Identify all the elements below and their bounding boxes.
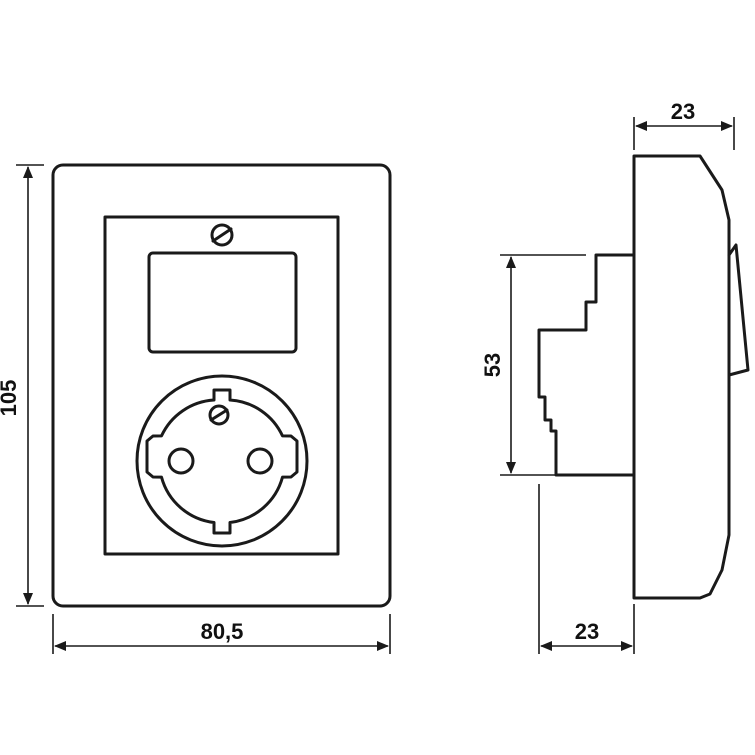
side-cover-profile (632, 154, 731, 600)
top-depth-dimension: 23 (633, 99, 735, 150)
schuko-socket (135, 374, 309, 548)
center-plate (103, 215, 340, 556)
socket-insert-outline (145, 388, 299, 535)
top-screw-icon (210, 223, 234, 247)
insert-height-dimension: 53 (480, 254, 586, 476)
pin-hole-left (167, 447, 195, 475)
pin-hole-right (246, 447, 274, 475)
socket-screw-icon (208, 404, 230, 426)
bottom-depth-dimension: 23 (538, 484, 635, 654)
height-label: 105 (0, 380, 21, 417)
side-view: 23 53 23 (480, 99, 750, 654)
top-depth-label: 23 (671, 99, 695, 124)
width-label: 80,5 (201, 619, 244, 644)
label-window (147, 251, 298, 354)
insert-height-label: 53 (480, 353, 505, 377)
front-view: 105 80,5 (0, 163, 392, 654)
side-insert-profile (537, 253, 636, 477)
height-dimension: 105 (0, 164, 44, 607)
cover-frame (51, 163, 392, 608)
width-dimension: 80,5 (52, 614, 391, 654)
bottom-depth-label: 23 (575, 619, 599, 644)
side-rocker (727, 243, 750, 377)
